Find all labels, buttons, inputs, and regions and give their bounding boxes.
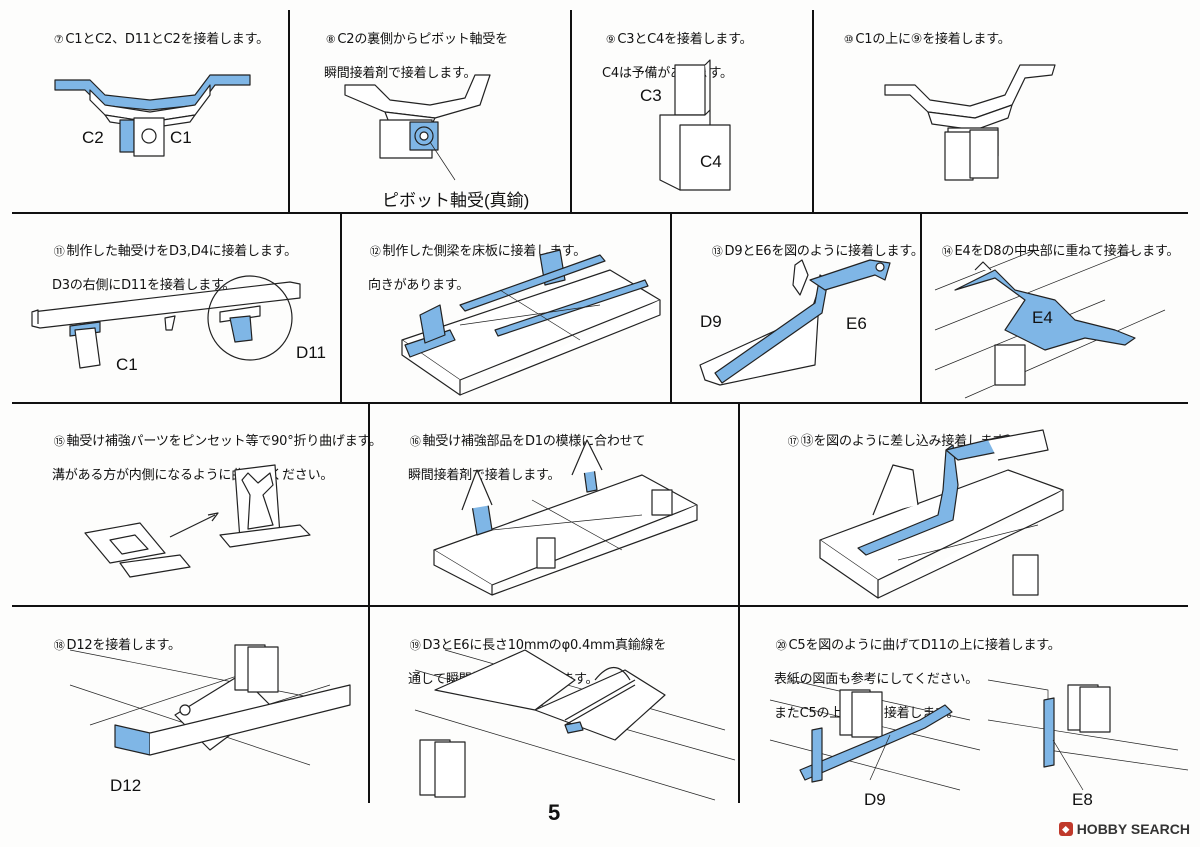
part-label-e4: E4 <box>1032 308 1053 327</box>
step-number: ⑯ <box>409 435 421 448</box>
caption-line: D3の右側にD11を接着します。 <box>52 278 236 293</box>
floor-plate-with-side-beams-illustration <box>401 249 661 396</box>
column-divider <box>570 10 572 212</box>
step-number: ⑨ <box>605 33 616 46</box>
column-divider <box>812 10 814 212</box>
column-divider <box>670 212 672 402</box>
part-label-e8: E8 <box>1072 790 1093 809</box>
part-label-c4: C4 <box>700 152 722 171</box>
caption-line: C3とC4を接着します。 <box>617 32 753 47</box>
side-beam-illustration <box>31 275 301 369</box>
caption-line: 制作した側梁を床板に接着します。 <box>382 244 587 259</box>
row-divider <box>12 402 1188 404</box>
caption-line: 瞬間接着剤で接着します。 <box>324 66 477 81</box>
caption-line: C5を図のように曲げてD11の上に接着します。 <box>788 638 1061 653</box>
part-label-c1: C1 <box>170 128 192 147</box>
caption-line: D9とE6を図のように接着します。 <box>724 244 924 259</box>
column-divider <box>368 402 370 605</box>
hobby-search-logo-icon: ◆ <box>1058 822 1073 836</box>
watermark: ◆ HOBBY SEARCH <box>1058 821 1190 837</box>
row-divider <box>12 605 1188 607</box>
step-number: ⑰ <box>787 435 799 448</box>
caption-line: C1とC2、D11とC2を接着します。 <box>65 32 269 47</box>
bending-reinforcement-illustration <box>84 464 311 578</box>
pivot-bearing-illustration <box>344 74 491 181</box>
watermark-text: HOBBY SEARCH <box>1076 821 1190 837</box>
reinforcement-on-floor-illustration <box>433 439 698 596</box>
part-label-d9: D9 <box>864 790 886 809</box>
part-label-d11: D11 <box>296 343 326 362</box>
page-number: 5 <box>548 800 561 825</box>
part-label-d9: D9 <box>700 312 722 331</box>
step-number: ⑬ <box>711 245 723 258</box>
step-number: ⑫ <box>369 245 381 258</box>
column-divider <box>920 212 922 402</box>
column-divider <box>340 212 342 402</box>
d9-e6-illustration <box>699 259 891 386</box>
part-label-d12: D12 <box>110 776 142 795</box>
insert-d9-e6-illustration <box>819 429 1064 599</box>
part-label-e6: E6 <box>846 314 867 333</box>
c5-bend-illustration <box>769 679 981 791</box>
caption-line: 表紙の図面も参考にしてください。 <box>774 672 979 687</box>
caption-line: D3とE6に長さ10mmのφ0.4mm真鍮線を <box>422 638 667 653</box>
part-label-c3: C3 <box>640 86 662 105</box>
spring-with-box-illustration <box>884 64 1056 181</box>
caption-line: 制作した軸受けをD3,D4に接着します。 <box>66 244 298 259</box>
step-number: ⑩ <box>843 33 854 46</box>
part-label-c1: C1 <box>116 355 138 374</box>
e4-overlay-illustration <box>934 249 1166 399</box>
step-number: ⑧ <box>325 33 336 46</box>
d12-illustration <box>69 644 351 766</box>
step-number: ⑳ <box>775 639 787 652</box>
row-divider <box>12 212 1188 214</box>
caption-line: 向きがあります。 <box>368 278 470 293</box>
column-divider <box>368 605 370 803</box>
caption-line: C2の裏側からピボット軸受を <box>337 32 508 47</box>
step-number: ⑦ <box>53 33 64 46</box>
part-label-c2: C2 <box>82 128 104 147</box>
e8-illustration <box>987 679 1189 791</box>
step-number: ⑱ <box>53 639 65 652</box>
column-divider <box>288 10 290 212</box>
column-divider <box>738 402 740 605</box>
column-divider <box>738 605 740 803</box>
caption-line: E4をD8の中央部に重ねて接着します。 <box>954 244 1180 259</box>
caption-line: 瞬間接着剤で接着します。 <box>408 468 561 483</box>
caption-line: 軸受け補強パーツをピンセット等で90°折り曲げます。 <box>66 434 382 449</box>
c3-c4-illustration <box>659 59 731 191</box>
caption-line: D12を接着します。 <box>66 638 181 653</box>
brass-wire-illustration <box>414 649 736 801</box>
part-label-pivot-bearing: ピボット軸受(真鍮) <box>382 191 530 210</box>
step-number: ⑭ <box>941 245 953 258</box>
caption-line: C1の上に⑨を接着します。 <box>855 32 1011 47</box>
step-number: ⑪ <box>53 245 65 258</box>
step-number: ⑲ <box>409 639 421 652</box>
leaf-spring-assembly-illustration <box>54 74 251 157</box>
step-number: ⑮ <box>53 435 65 448</box>
caption-line: ⑬を図のように差し込み接着します。 <box>800 434 1018 449</box>
